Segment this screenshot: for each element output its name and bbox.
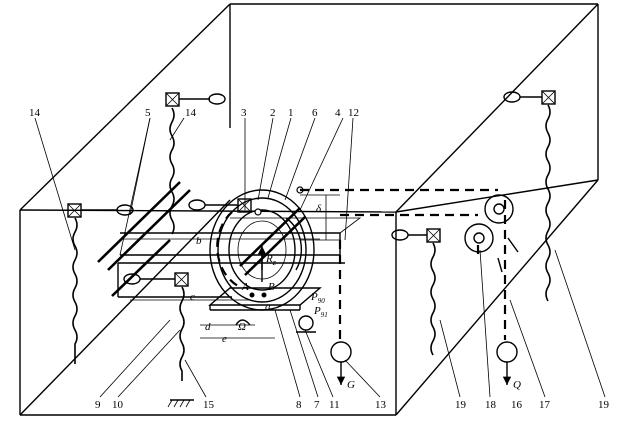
dim-b: b bbox=[196, 235, 202, 247]
label-5: 5 bbox=[145, 107, 151, 119]
pulleys bbox=[464, 194, 519, 273]
label-2: 2 bbox=[270, 107, 276, 119]
label-18: 18 bbox=[485, 399, 497, 411]
dim-c: c bbox=[190, 291, 195, 303]
force-P91: P91 bbox=[313, 305, 328, 319]
label-8: 8 bbox=[296, 399, 302, 411]
label-19-back: 19 bbox=[598, 399, 610, 411]
cable-lines bbox=[300, 188, 507, 342]
dim-e: e bbox=[222, 333, 227, 345]
leader-lines bbox=[34, 117, 606, 398]
symbol-labels: b c d e a A B Rz δ Ω P90 P91 G Q bbox=[190, 203, 521, 391]
label-3: 3 bbox=[241, 107, 247, 119]
label-15: 15 bbox=[203, 399, 215, 411]
spring-mounts bbox=[67, 90, 556, 287]
label-10: 10 bbox=[112, 399, 124, 411]
label-11: 11 bbox=[329, 399, 340, 411]
label-14-top: 14 bbox=[185, 107, 197, 119]
part-labels: 14 14 5 3 2 1 6 4 12 9 10 15 8 7 11 13 1… bbox=[29, 107, 610, 411]
dim-a: a bbox=[265, 301, 271, 313]
label-1: 1 bbox=[288, 107, 294, 119]
dim-delta: δ bbox=[316, 203, 322, 215]
weight-G: G bbox=[347, 379, 355, 391]
label-14-left: 14 bbox=[29, 107, 41, 119]
angular-velocity-omega: Ω bbox=[238, 321, 246, 333]
label-13: 13 bbox=[375, 399, 387, 411]
label-9: 9 bbox=[95, 399, 101, 411]
force-Rz: Rz bbox=[265, 253, 277, 267]
label-19-front: 19 bbox=[455, 399, 467, 411]
dim-d: d bbox=[205, 321, 211, 333]
suspension-springs bbox=[72, 104, 551, 381]
point-A: A bbox=[241, 281, 249, 293]
label-17: 17 bbox=[539, 399, 551, 411]
weights bbox=[330, 341, 518, 385]
label-16: 16 bbox=[511, 399, 523, 411]
point-B: B bbox=[268, 281, 275, 293]
label-6: 6 bbox=[312, 107, 318, 119]
label-4: 4 bbox=[335, 107, 341, 119]
force-P90: P90 bbox=[310, 291, 325, 305]
label-12: 12 bbox=[348, 107, 359, 119]
weight-Q: Q bbox=[513, 379, 521, 391]
label-7: 7 bbox=[314, 399, 320, 411]
